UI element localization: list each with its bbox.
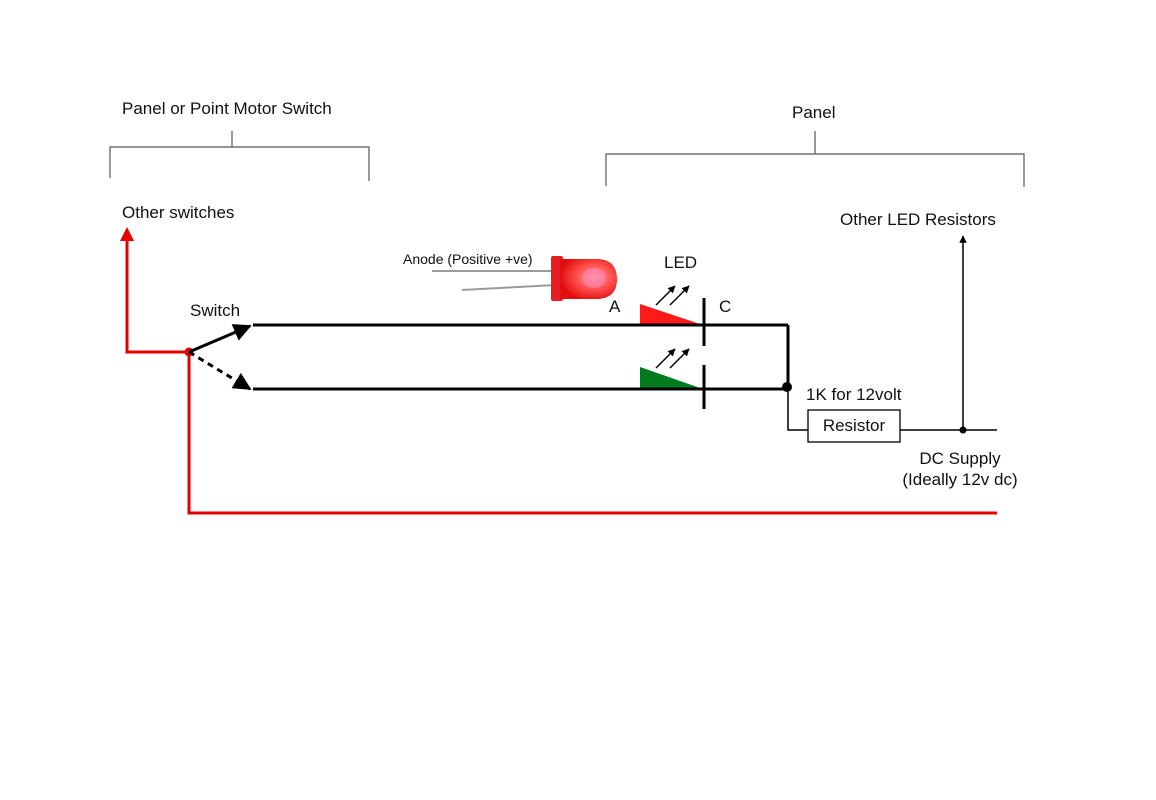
other-switches-label: Other switches bbox=[122, 203, 234, 222]
resistor-label: Resistor bbox=[823, 416, 886, 435]
anode-label: Anode (Positive +ve) bbox=[403, 251, 533, 267]
switch-lever-active bbox=[188, 324, 252, 354]
cathode-junction-node bbox=[782, 382, 792, 392]
led-photo-illustration bbox=[432, 256, 617, 301]
red-arrow-up bbox=[120, 227, 134, 241]
dc-supply-label: DC Supply bbox=[919, 449, 1001, 468]
panel-bracket bbox=[605, 131, 1025, 187]
red-led-symbol bbox=[640, 304, 703, 325]
resistor-value-label: 1K for 12volt bbox=[806, 385, 902, 404]
led-label: LED bbox=[664, 253, 697, 272]
switch-label: Switch bbox=[190, 301, 240, 320]
led-highlight bbox=[582, 268, 606, 288]
red-led-light-arrow-2 bbox=[669, 285, 690, 306]
cathode-c-label: C bbox=[719, 297, 731, 316]
dc-supply-note: (Ideally 12v dc) bbox=[902, 470, 1017, 489]
green-led-light-arrow-2 bbox=[669, 348, 690, 369]
resistor-box bbox=[807, 409, 901, 443]
wire-to-resistor bbox=[787, 387, 808, 431]
switch-lever-dashed bbox=[188, 350, 252, 391]
other-led-resistors-label: Other LED Resistors bbox=[840, 210, 996, 229]
led-cathode-leg bbox=[461, 284, 557, 291]
switch-bracket bbox=[109, 131, 370, 181]
red-supply-wire bbox=[187, 352, 997, 515]
anode-a-label: A bbox=[609, 297, 621, 316]
panel-switch-label: Panel or Point Motor Switch bbox=[122, 99, 332, 118]
green-led-light-arrow-1 bbox=[655, 348, 676, 369]
panel-label: Panel bbox=[792, 103, 835, 122]
red-wire-to-other-switches bbox=[125, 238, 189, 354]
red-led-light-arrow-1 bbox=[655, 285, 676, 306]
green-led-symbol bbox=[640, 367, 703, 389]
